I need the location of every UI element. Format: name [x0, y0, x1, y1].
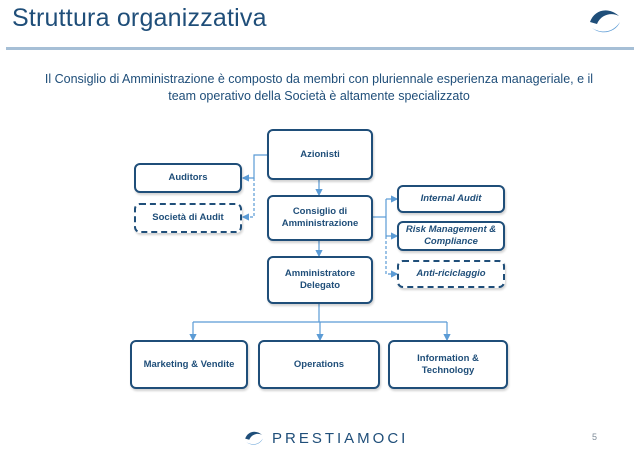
box-risk-management-line-1: Risk Management &: [405, 224, 497, 235]
box-consiglio-line-2: Amministrazione: [281, 218, 359, 229]
box-ad-line-2: Delegato: [299, 280, 341, 291]
box-societa-di-audit-label: Società di Audit: [152, 212, 224, 223]
box-internal-audit-label: Internal Audit: [420, 193, 482, 204]
box-azionisti: Azionisti: [267, 129, 373, 180]
box-amministratore-delegato-label: Amministratore Delegato: [285, 268, 355, 292]
box-ad-line-1: Amministratore: [284, 268, 356, 279]
box-consiglio-label: Consiglio di Amministrazione: [282, 206, 359, 230]
intro-line-2: team operativo della Società è altamente…: [168, 89, 470, 103]
intro-text: Il Consiglio di Amministrazione è compos…: [20, 71, 618, 105]
box-auditors-label: Auditors: [168, 172, 208, 183]
box-it-line-2: Technology: [421, 364, 475, 376]
page-number: 5: [592, 432, 598, 442]
box-risk-management-line-2: Compliance: [424, 236, 478, 247]
box-operations-label: Operations: [293, 358, 345, 370]
box-information-technology: Information & Technology: [388, 340, 508, 389]
page-title: Struttura organizzativa: [12, 4, 267, 32]
box-internal-audit: Internal Audit: [397, 185, 505, 213]
intro-line-1: Il Consiglio di Amministrazione è compos…: [44, 72, 594, 86]
box-anti-riciclaggio: Anti-riciclaggio: [397, 260, 505, 288]
box-marketing-vendite: Marketing & Vendite: [130, 340, 248, 389]
box-societa-di-audit: Società di Audit: [134, 203, 242, 233]
connector-societa-audit: [241, 178, 255, 221]
brand-name: PRESTIAMOCI: [272, 429, 409, 447]
box-risk-management: Risk Management & Compliance: [397, 221, 505, 251]
box-it-line-1: Information &: [417, 352, 479, 364]
footer-brand: PRESTIAMOCI: [244, 428, 408, 448]
box-consiglio-line-1: Consiglio di: [292, 206, 348, 217]
box-marketing-vendite-label: Marketing & Vendite: [143, 358, 235, 370]
box-amministratore-delegato: Amministratore Delegato: [267, 256, 373, 304]
connector-azionisti-auditors: [241, 154, 267, 182]
connector-anti-riciclaggio: [385, 236, 399, 278]
box-risk-management-label: Risk Management & Compliance: [406, 224, 496, 248]
brand-mark-icon: [245, 431, 263, 445]
brand-logo-icon: [590, 10, 620, 33]
box-information-technology-label: Information & Technology: [417, 353, 479, 377]
box-operations: Operations: [258, 340, 380, 389]
header-divider: [6, 47, 634, 50]
box-auditors: Auditors: [134, 163, 242, 193]
box-consiglio: Consiglio di Amministrazione: [267, 195, 373, 241]
box-azionisti-label: Azionisti: [300, 148, 340, 160]
box-anti-riciclaggio-label: Anti-riciclaggio: [416, 268, 486, 279]
